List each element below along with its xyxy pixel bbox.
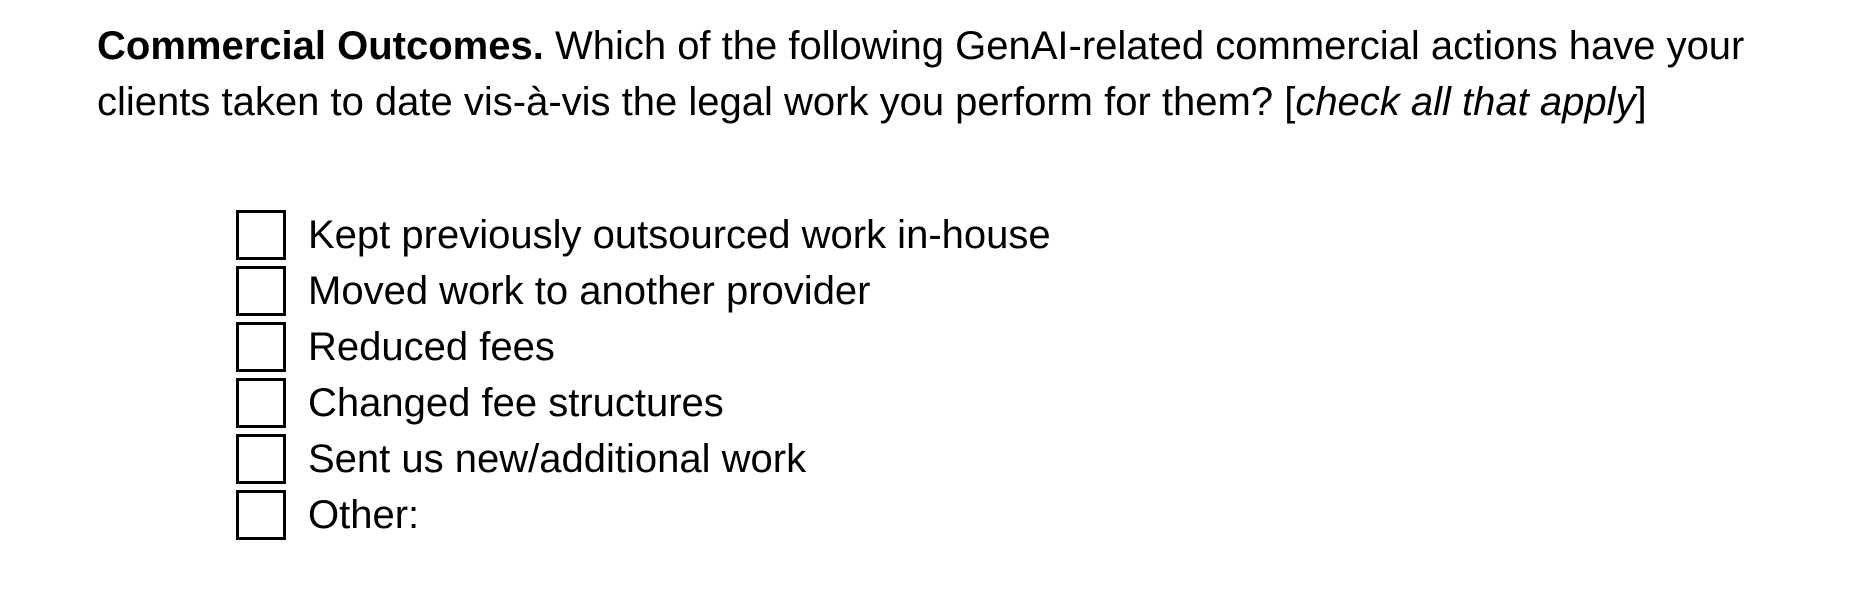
option-label: Sent us new/additional work — [308, 436, 807, 481]
option-label: Kept previously outsourced work in-house — [308, 212, 1051, 257]
question-text: Commercial Outcomes. Which of the follow… — [97, 18, 1857, 130]
option-label: Changed fee structures — [308, 380, 724, 425]
option-label: Moved work to another provider — [308, 268, 871, 313]
option-new-work: Sent us new/additional work — [236, 431, 1051, 487]
option-kept-in-house: Kept previously outsourced work in-house — [236, 207, 1051, 263]
option-moved-provider: Moved work to another provider — [236, 263, 1051, 319]
checkbox-changed-fee-structures[interactable] — [236, 378, 286, 428]
checkbox-moved-provider[interactable] — [236, 266, 286, 316]
question-instruction-close: ] — [1635, 80, 1647, 124]
option-changed-fee-structures: Changed fee structures — [236, 375, 1051, 431]
checkbox-other[interactable] — [236, 490, 286, 540]
option-label: Other: — [308, 492, 420, 537]
option-reduced-fees: Reduced fees — [236, 319, 1051, 375]
checkbox-reduced-fees[interactable] — [236, 322, 286, 372]
question-body: Which of the following GenAI-related com… — [97, 24, 1745, 124]
checkbox-new-work[interactable] — [236, 434, 286, 484]
checkbox-kept-in-house[interactable] — [236, 210, 286, 260]
option-other: Other: — [236, 487, 1051, 543]
options-list: Kept previously outsourced work in-house… — [236, 207, 1051, 543]
question-instruction: check all that apply — [1295, 80, 1636, 124]
question-heading: Commercial Outcomes. — [97, 24, 544, 68]
option-label: Reduced fees — [308, 324, 555, 369]
